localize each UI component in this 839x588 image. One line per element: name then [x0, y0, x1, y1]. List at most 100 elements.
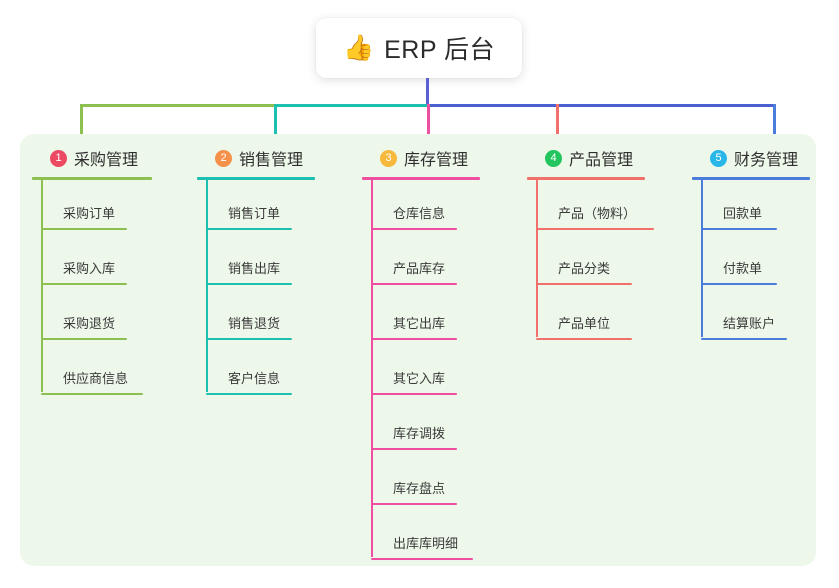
leaf-item-rule [371, 338, 457, 340]
leaf-item-rule [701, 283, 777, 285]
leaf-item-label: 采购退货 [63, 316, 116, 331]
connector-stub-5 [773, 104, 776, 137]
leaf-item-label: 出库库明细 [393, 536, 459, 551]
content-panel [20, 134, 816, 566]
leaf-item-label: 销售订单 [228, 206, 281, 221]
leaf-item-label: 供应商信息 [63, 371, 129, 386]
leaf-item[interactable]: 销售出库 [206, 258, 292, 285]
column-title-2: 销售管理 [239, 152, 304, 169]
leaf-item[interactable]: 供应商信息 [41, 368, 143, 395]
leaf-item[interactable]: 仓库信息 [371, 203, 457, 230]
column-spine-3 [371, 179, 373, 557]
leaf-item-rule [701, 338, 787, 340]
leaf-item-label: 结算账户 [723, 316, 776, 331]
column-2: 2 销售管理 [197, 146, 315, 180]
leaf-item-rule [536, 283, 632, 285]
leaf-item[interactable]: 采购入库 [41, 258, 127, 285]
column-title-1: 采购管理 [74, 152, 139, 169]
leaf-item-rule [371, 448, 457, 450]
leaf-item-label: 采购订单 [63, 206, 116, 221]
column-title-3: 库存管理 [404, 152, 469, 169]
column-title-5: 财务管理 [734, 152, 799, 169]
leaf-item-rule [206, 338, 292, 340]
leaf-item-rule [41, 283, 127, 285]
leaf-item[interactable]: 其它入库 [371, 368, 457, 395]
leaf-item-label: 产品（物料） [558, 206, 637, 221]
leaf-item[interactable]: 结算账户 [701, 313, 787, 340]
leaf-item[interactable]: 出库库明细 [371, 533, 473, 560]
connector-center-drop [426, 78, 429, 106]
column-spine-1 [41, 179, 43, 392]
leaf-item-label: 付款单 [723, 261, 763, 276]
page-title: ERP 后台 [384, 36, 496, 64]
column-badge-5: 5 [710, 149, 727, 167]
column-header-3[interactable]: 3 库存管理 [362, 146, 480, 170]
column-badge-3: 3 [380, 149, 397, 167]
leaf-item[interactable]: 产品分类 [536, 258, 632, 285]
leaf-item[interactable]: 销售退货 [206, 313, 292, 340]
leaf-item[interactable]: 产品单位 [536, 313, 632, 340]
leaf-item[interactable]: 库存盘点 [371, 478, 457, 505]
column-badge-1: 1 [50, 149, 67, 167]
column-rule-2 [197, 177, 315, 180]
leaf-item-rule [206, 393, 292, 395]
column-3: 3 库存管理 [362, 146, 480, 180]
connector-stub-4 [556, 104, 559, 137]
leaf-item-rule [371, 503, 457, 505]
column-spine-2 [206, 179, 208, 392]
column-header-2[interactable]: 2 销售管理 [197, 146, 315, 170]
leaf-item-rule [701, 228, 777, 230]
connector-bus-segment-3 [427, 104, 775, 107]
column-rule-4 [527, 177, 645, 180]
leaf-item-rule [206, 283, 292, 285]
column-1: 1 采购管理 [32, 146, 152, 180]
leaf-item-rule [41, 393, 143, 395]
connector-bus-segment-2 [274, 104, 427, 107]
leaf-item-label: 采购入库 [63, 261, 116, 276]
leaf-item[interactable]: 采购退货 [41, 313, 127, 340]
leaf-item[interactable]: 产品（物料） [536, 203, 654, 230]
connector-bus-segment-1 [80, 104, 274, 107]
column-badge-2: 2 [215, 149, 232, 167]
leaf-item[interactable]: 客户信息 [206, 368, 292, 395]
connector-stub-1 [80, 104, 83, 137]
leaf-item-label: 销售出库 [228, 261, 281, 276]
leaf-item-rule [536, 228, 654, 230]
root-node-erp-backend[interactable]: 👍 ERP 后台 [316, 18, 522, 78]
leaf-item-label: 回款单 [723, 206, 763, 221]
leaf-item-label: 产品库存 [393, 261, 446, 276]
leaf-item-label: 产品单位 [558, 316, 611, 331]
leaf-item-label: 其它出库 [393, 316, 446, 331]
column-rule-1 [32, 177, 152, 180]
connector-stub-3 [427, 104, 430, 137]
column-header-5[interactable]: 5 财务管理 [692, 146, 810, 170]
leaf-item-label: 库存调拨 [393, 426, 446, 441]
leaf-item[interactable]: 采购订单 [41, 203, 127, 230]
leaf-item-rule [371, 283, 457, 285]
leaf-item[interactable]: 库存调拨 [371, 423, 457, 450]
leaf-item-rule [41, 338, 127, 340]
leaf-item-label: 其它入库 [393, 371, 446, 386]
connector-stub-2 [274, 104, 277, 137]
leaf-item-label: 销售退货 [228, 316, 281, 331]
thumbs-up-icon: 👍 [342, 33, 375, 62]
column-rule-5 [692, 177, 810, 180]
leaf-item-label: 仓库信息 [393, 206, 446, 221]
leaf-item-rule [536, 338, 632, 340]
leaf-item[interactable]: 付款单 [701, 258, 777, 285]
column-rule-3 [362, 177, 480, 180]
column-5: 5 财务管理 [692, 146, 810, 180]
leaf-item[interactable]: 销售订单 [206, 203, 292, 230]
column-title-4: 产品管理 [569, 152, 634, 169]
leaf-item[interactable]: 产品库存 [371, 258, 457, 285]
column-spine-4 [536, 179, 538, 337]
leaf-item-rule [371, 393, 457, 395]
leaf-item[interactable]: 回款单 [701, 203, 777, 230]
leaf-item-rule [41, 228, 127, 230]
leaf-item-label: 产品分类 [558, 261, 611, 276]
leaf-item[interactable]: 其它出库 [371, 313, 457, 340]
column-header-1[interactable]: 1 采购管理 [32, 146, 152, 170]
